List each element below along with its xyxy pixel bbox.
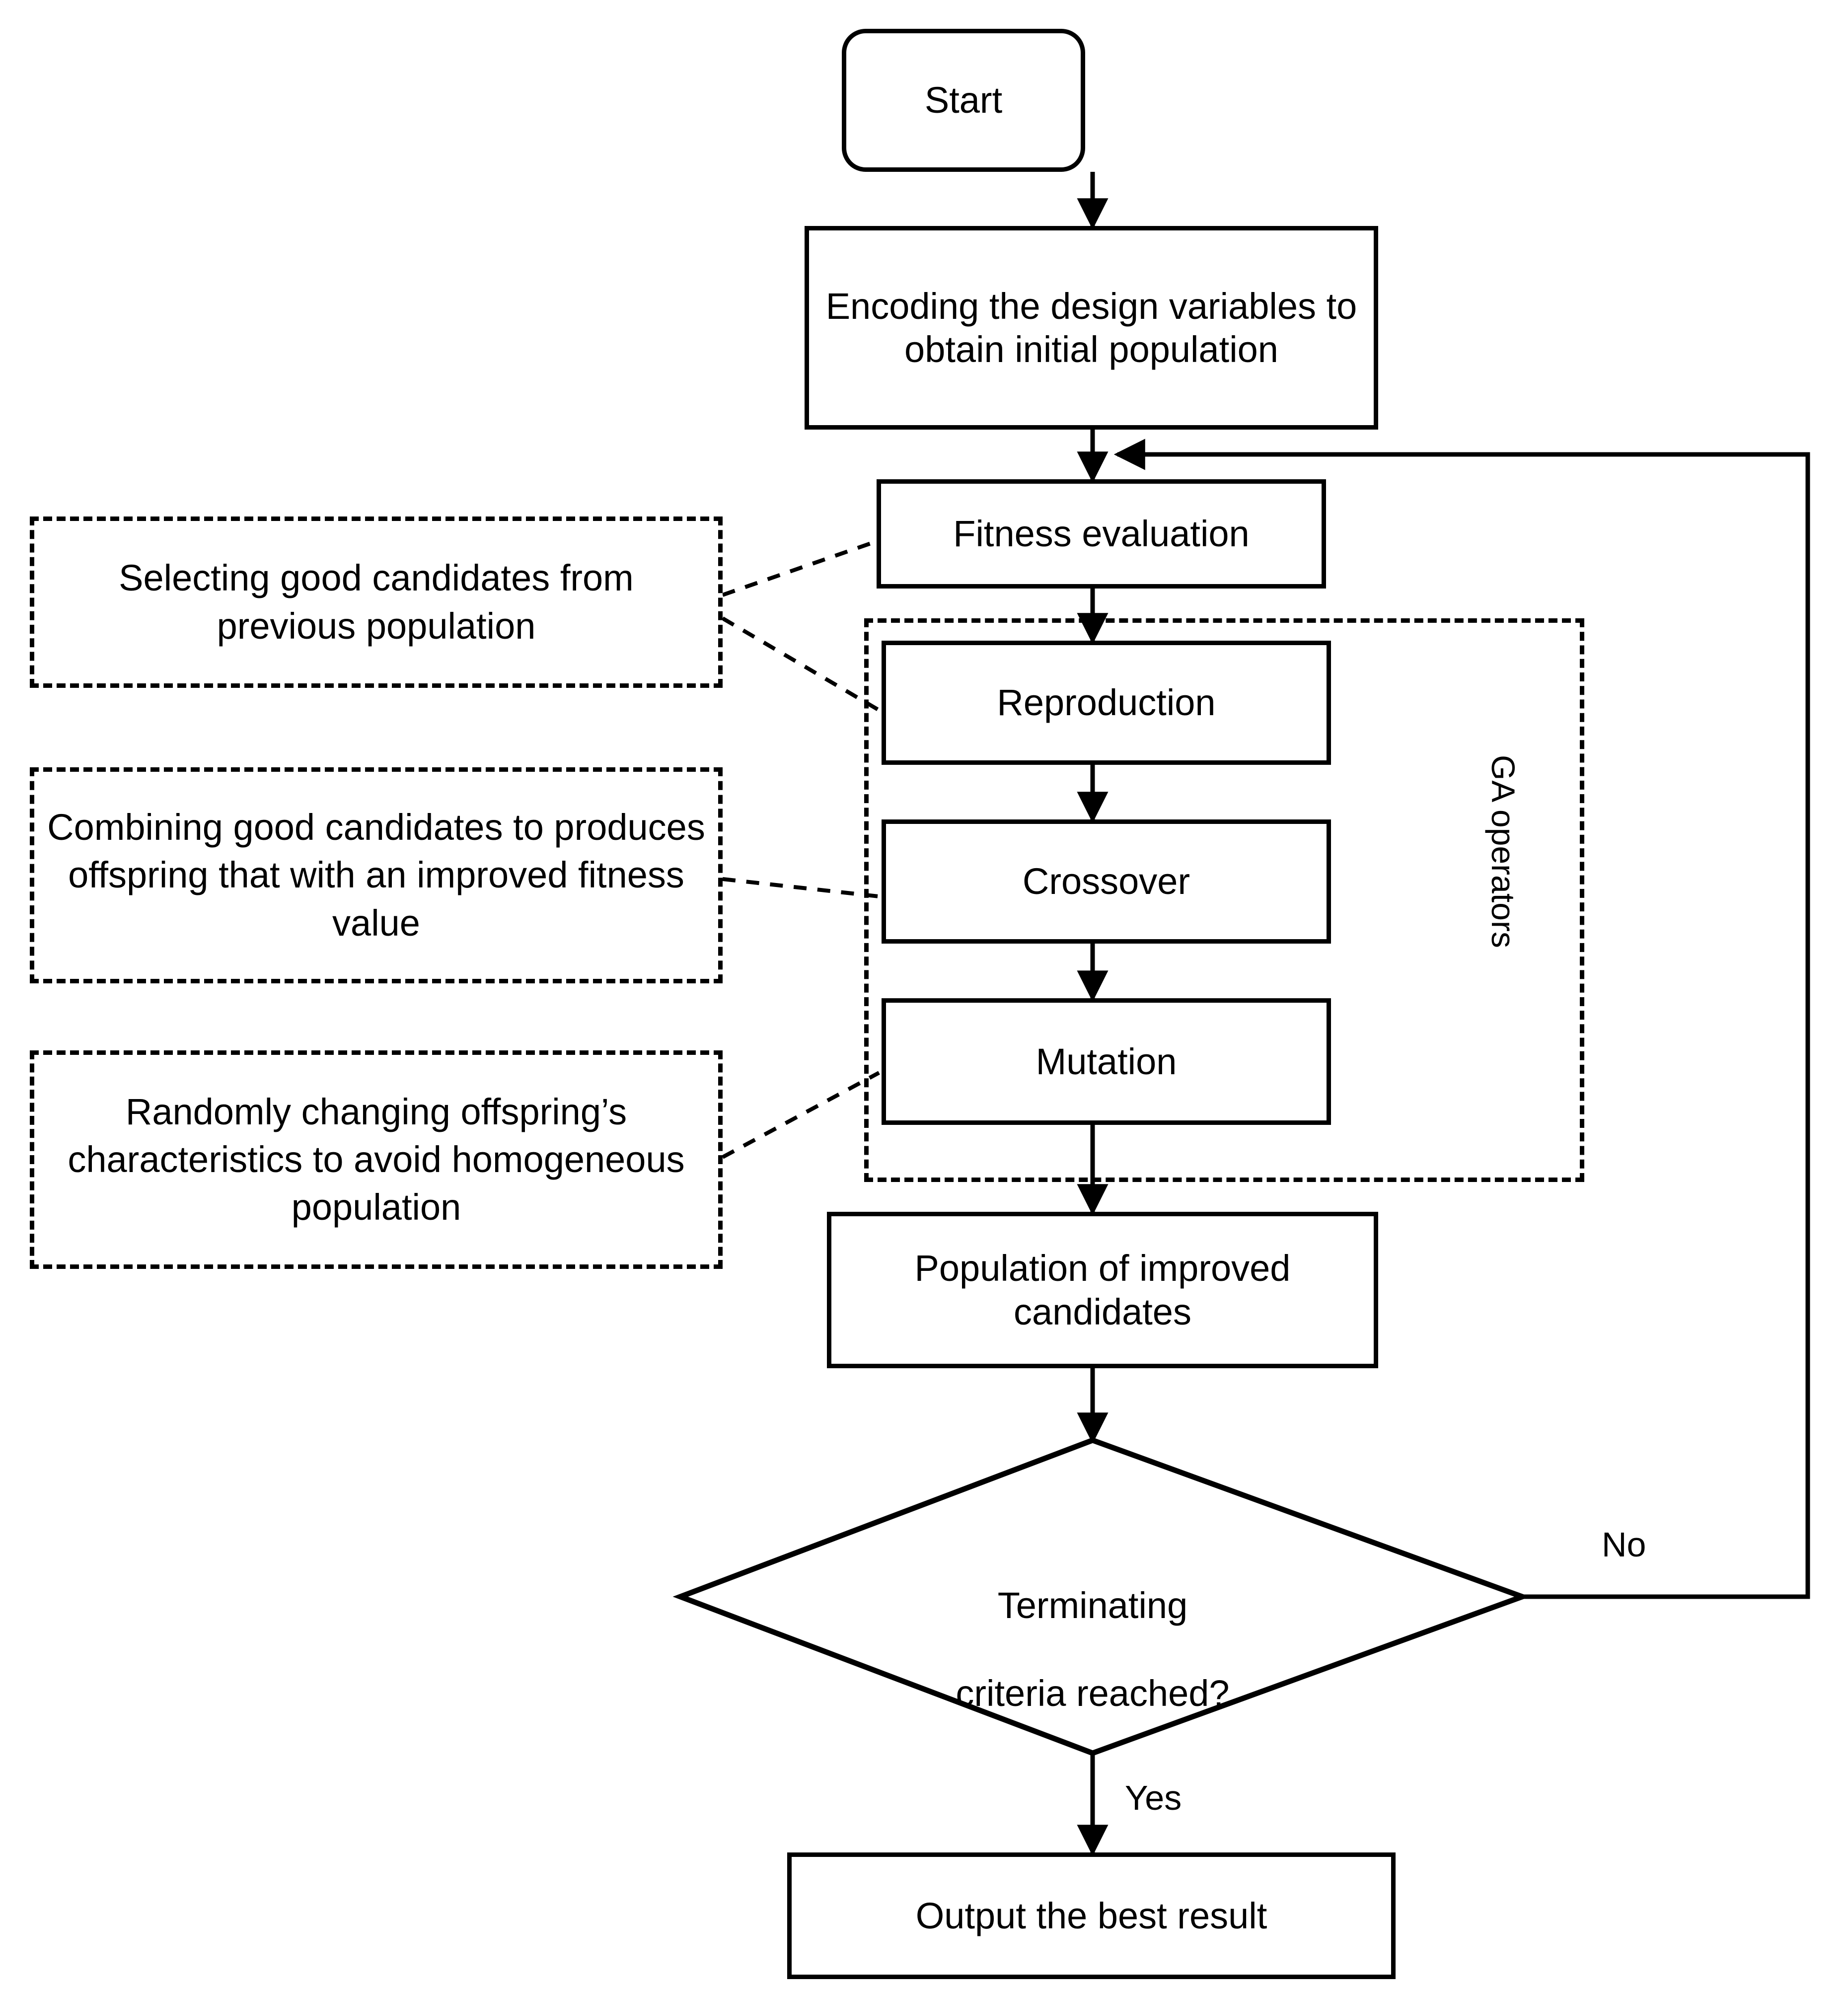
node-decision-label-line1: Terminating [997, 1584, 1188, 1626]
node-decision[interactable]: Terminating criteria reached? [844, 1540, 1341, 1760]
annotation-crossover-text: Combining good candidates to produces of… [47, 807, 705, 944]
node-fitness-evaluation[interactable]: Fitness evaluation [877, 479, 1326, 589]
node-start[interactable]: Start [842, 29, 1085, 172]
node-crossover-label: Crossover [1022, 861, 1190, 902]
node-fitness-evaluation-label: Fitness evaluation [953, 513, 1250, 555]
node-start-label: Start [924, 79, 1003, 121]
node-reproduction[interactable]: Reproduction [882, 641, 1331, 765]
annotation-mutation-text: Randomly changing offspring’s characteri… [68, 1091, 685, 1228]
node-population-improved-label: Population of improved candidates [914, 1248, 1291, 1332]
node-mutation[interactable]: Mutation [882, 998, 1331, 1125]
node-encoding-label: Encoding the design variables to obtain … [825, 285, 1357, 370]
leader-mutation-note-to-mutation [722, 1071, 880, 1159]
node-output-label: Output the best result [915, 1895, 1267, 1936]
node-population-improved[interactable]: Population of improved candidates [827, 1212, 1378, 1368]
ga-operators-group [864, 618, 1584, 1182]
node-output[interactable]: Output the best result [787, 1852, 1396, 1979]
leader-selection-to-fitness [722, 539, 878, 597]
node-encoding[interactable]: Encoding the design variables to obtain … [805, 226, 1378, 430]
edge-label-no: No [1602, 1525, 1646, 1564]
annotation-selection-text: Selecting good candidates from previous … [119, 557, 634, 647]
ga-operators-label: GA operators [1485, 755, 1522, 948]
edge-label-yes: Yes [1125, 1778, 1182, 1817]
annotation-selection[interactable]: Selecting good candidates from previous … [30, 517, 723, 688]
leader-selection-to-reproduction [721, 616, 881, 712]
node-decision-label-line2: criteria reached? [956, 1673, 1230, 1714]
leader-crossover-note-to-crossover [722, 877, 880, 898]
annotation-crossover[interactable]: Combining good candidates to produces of… [30, 767, 723, 983]
node-reproduction-label: Reproduction [997, 682, 1216, 724]
node-mutation-label: Mutation [1035, 1040, 1177, 1082]
annotation-mutation[interactable]: Randomly changing offspring’s characteri… [30, 1050, 723, 1269]
node-crossover[interactable]: Crossover [882, 819, 1331, 944]
